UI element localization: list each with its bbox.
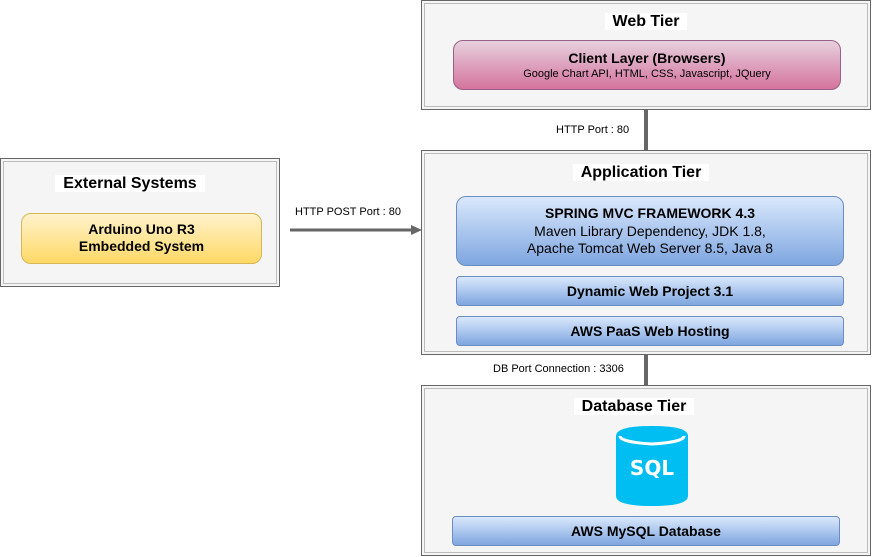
spring-framework-box: SPRING MVC FRAMEWORK 4.3 Maven Library D… bbox=[456, 196, 844, 266]
http-post-port-label: HTTP POST Port : 80 bbox=[295, 206, 401, 218]
client-layer-box: Client Layer (Browsers) Google Chart API… bbox=[453, 40, 841, 90]
db-port-label: DB Port Connection : 3306 bbox=[493, 363, 624, 375]
arduino-line2: Embedded System bbox=[78, 238, 205, 254]
external-systems-container: External Systems Arduino Uno R3 Embedded… bbox=[0, 158, 280, 287]
external-systems-title: External Systems bbox=[0, 175, 279, 193]
spring-framework-line1: Maven Library Dependency, JDK 1.8, bbox=[534, 223, 766, 239]
database-tier-title: Database Tier bbox=[398, 398, 870, 416]
aws-mysql-bar: AWS MySQL Database bbox=[452, 516, 840, 546]
dynamic-web-project-bar: Dynamic Web Project 3.1 bbox=[456, 276, 844, 306]
application-tier-title: Application Tier bbox=[412, 164, 870, 182]
database-tier-container: Database Tier SQL AWS MySQL Database bbox=[421, 385, 871, 556]
client-layer-subtitle: Google Chart API, HTML, CSS, Javascript,… bbox=[523, 68, 771, 80]
spring-framework-line2: Apache Tomcat Web Server 8.5, Java 8 bbox=[526, 240, 774, 256]
web-tier-container: Web Tier Client Layer (Browsers) Google … bbox=[421, 0, 871, 110]
application-tier-container: Application Tier SPRING MVC FRAMEWORK 4.… bbox=[421, 150, 871, 355]
client-layer-title: Client Layer (Browsers) bbox=[568, 50, 726, 66]
web-app-connector bbox=[644, 90, 648, 152]
spring-framework-title: SPRING MVC FRAMEWORK 4.3 bbox=[544, 205, 755, 221]
http-port-label: HTTP Port : 80 bbox=[556, 124, 630, 136]
arduino-box: Arduino Uno R3 Embedded System bbox=[21, 213, 262, 264]
aws-paas-bar: AWS PaaS Web Hosting bbox=[456, 316, 844, 346]
arduino-line1: Arduino Uno R3 bbox=[88, 221, 195, 237]
web-tier-title: Web Tier bbox=[422, 13, 870, 31]
sql-database-icon: SQL bbox=[616, 426, 688, 506]
sql-icon-text: SQL bbox=[629, 456, 675, 480]
